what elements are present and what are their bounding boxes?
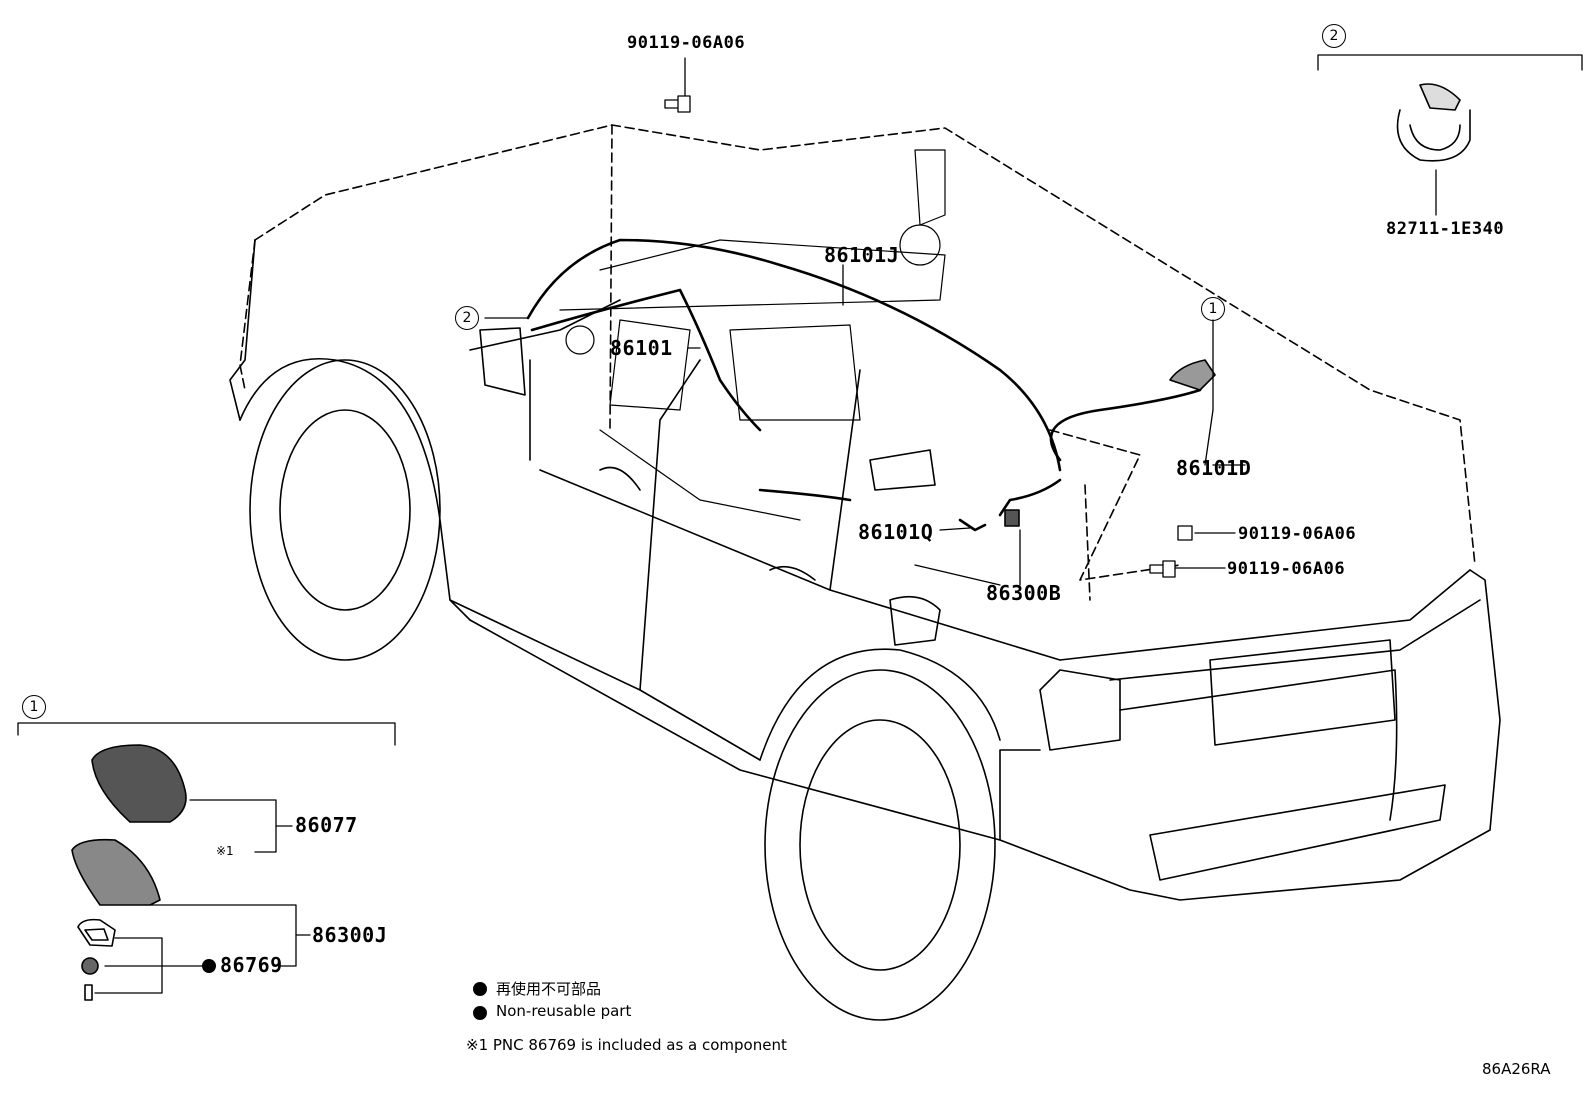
part-label-gasket-set: 86769 [220,953,283,977]
part-label-harness-j: 86101J [824,243,900,267]
interior [559,149,946,521]
part-label-bolt-right-1: 90119-06A06 [1238,524,1357,544]
part-antenna-base [71,838,161,906]
part-screw [84,984,93,1001]
legend-dot-jp [473,982,487,996]
clamp-part [1396,83,1471,162]
note-mark: ※1 [216,844,234,858]
callout-2-main: 2 [455,306,479,330]
wheels [249,359,1001,1021]
part-gasket [77,918,116,947]
callout-1-main: 1 [1201,297,1225,321]
callout-1-detail: 1 [22,695,46,719]
connector-b [1004,509,1020,527]
roof-outline [239,124,1476,601]
legend-jp: 再使用不可部品 [496,980,602,998]
legend-pnc-note: ※1 PNC 86769 is included as a component [466,1036,787,1054]
callout-2-detail: 2 [1322,24,1346,48]
part-nut [81,957,99,975]
bolts [664,95,1193,578]
diagram-id: 86A26RA [1482,1060,1551,1078]
legend-en: Non-reusable part [496,1002,632,1020]
part-label-clamp: 82711-1E340 [1386,219,1505,239]
part-label-antenna-j: 86300J [312,923,388,947]
body-outline [229,239,1501,901]
wire-harness [526,238,1207,532]
non-reusable-dot [202,959,216,973]
part-label-harness-d: 86101D [1176,456,1252,480]
part-label-antenna-b: 86300B [986,581,1062,605]
part-label-bolt-top: 90119-06A06 [627,33,746,53]
roof-antenna [1169,359,1216,391]
leader-lines [17,54,1583,994]
part-label-harness: 86101 [610,336,673,360]
legend-dot-en [473,1006,487,1020]
part-label-harness-q: 86101Q [858,520,934,544]
part-label-cover: 86077 [295,813,358,837]
part-label-bolt-right-2: 90119-06A06 [1227,559,1346,579]
part-cover [91,744,187,823]
